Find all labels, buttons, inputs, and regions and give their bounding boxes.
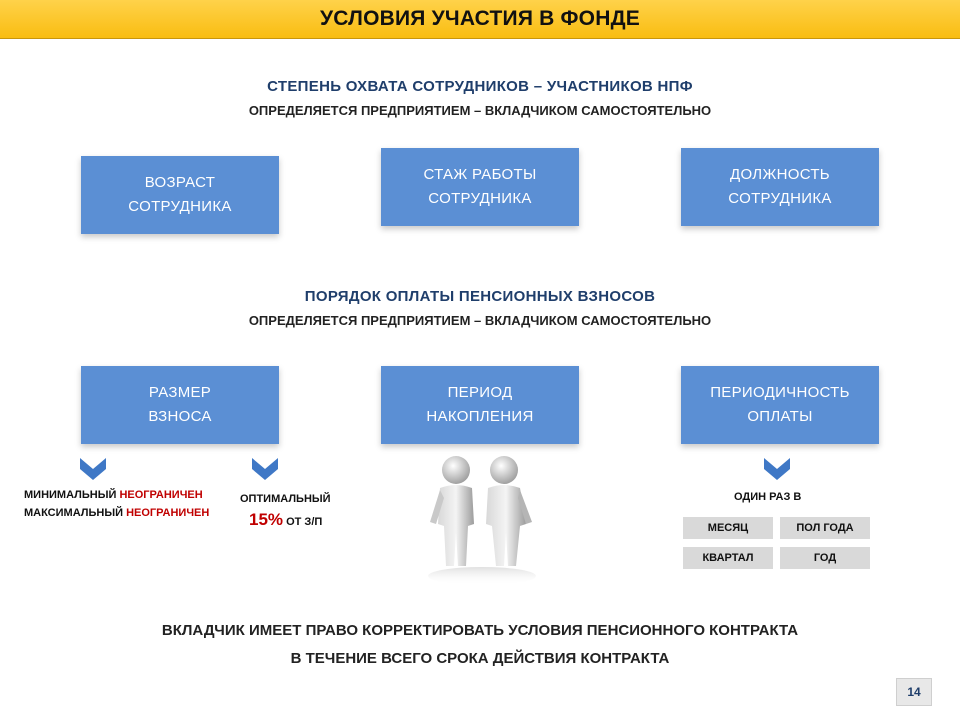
optimal-label: ОПТИМАЛЬНЫЙ: [240, 493, 331, 505]
frequency-option-year: ГОД: [780, 547, 870, 569]
box-payment-frequency-line1: ПЕРИОДИЧНОСТЬ: [710, 384, 850, 401]
box-position-line1: ДОЛЖНОСТЬ: [730, 166, 830, 183]
optimal-suffix: ОТ З/П: [286, 516, 323, 528]
frequency-option-half-year: ПОЛ ГОДА: [780, 517, 870, 539]
chevron-down-icon: [252, 458, 278, 480]
section1-heading: СТЕПЕНЬ ОХВАТА СОТРУДНИКОВ – УЧАСТНИКОВ …: [267, 78, 693, 95]
chevron-down-icon: [80, 458, 106, 480]
box-position: ДОЛЖНОСТЬ СОТРУДНИКА: [681, 148, 879, 226]
box-payment-frequency: ПЕРИОДИЧНОСТЬ ОПЛАТЫ: [681, 366, 879, 444]
max-contribution-label: МАКСИМАЛЬНЫЙ: [24, 507, 124, 519]
box-age-line1: ВОЗРАСТ: [144, 174, 216, 191]
box-age: ВОЗРАСТ СОТРУДНИКА: [81, 156, 279, 234]
section2-subheading: ОПРЕДЕЛЯЕТСЯ ПРЕДПРИЯТИЕМ – ВКЛАДЧИКОМ С…: [248, 313, 712, 328]
box-experience-line2: СОТРУДНИКА: [428, 190, 532, 207]
box-contribution-size-line2: ВЗНОСА: [148, 408, 212, 425]
footer-line1: ВКЛАДЧИК ИМЕЕТ ПРАВО КОРРЕКТИРОВАТЬ УСЛО…: [161, 622, 799, 639]
box-experience-line1: СТАЖ РАБОТЫ: [423, 166, 537, 183]
box-payment-frequency-line2: ОПЛАТЫ: [747, 408, 813, 425]
frequency-label: ОДИН РАЗ В: [734, 491, 802, 503]
box-accumulation-period-line2: НАКОПЛЕНИЯ: [426, 408, 534, 425]
people-illustration: [428, 456, 536, 585]
min-contribution-value: НЕОГРАНИЧЕН: [119, 489, 203, 501]
max-contribution: МАКСИМАЛЬНЫЙ НЕОГРАНИЧЕН: [24, 507, 209, 519]
box-accumulation-period: ПЕРИОД НАКОПЛЕНИЯ: [381, 366, 579, 444]
chevron-down-icon: [764, 458, 790, 480]
section2-heading: ПОРЯДОК ОПЛАТЫ ПЕНСИОННЫХ ВЗНОСОВ: [304, 288, 656, 305]
frequency-option-quarter: КВАРТАЛ: [683, 547, 773, 569]
page-title: УСЛОВИЯ УЧАСТИЯ В ФОНДЕ: [320, 7, 640, 30]
frequency-option-month: МЕСЯЦ: [683, 517, 773, 539]
box-accumulation-period-line1: ПЕРИОД: [447, 384, 513, 401]
box-age-line2: СОТРУДНИКА: [128, 198, 232, 215]
optimal-contribution: 15% ОТ З/П: [249, 510, 322, 530]
footer-line2: В ТЕЧЕНИЕ ВСЕГО СРОКА ДЕЙСТВИЯ КОНТРАКТА: [290, 650, 670, 667]
title-bar: УСЛОВИЯ УЧАСТИЯ В ФОНДЕ: [0, 0, 960, 39]
section1-subheading: ОПРЕДЕЛЯЕТСЯ ПРЕДПРИЯТИЕМ – ВКЛАДЧИКОМ С…: [248, 103, 712, 118]
box-experience: СТАЖ РАБОТЫ СОТРУДНИКА: [381, 148, 579, 226]
min-contribution: МИНИМАЛЬНЫЙ НЕОГРАНИЧЕН: [24, 489, 203, 501]
box-contribution-size: РАЗМЕР ВЗНОСА: [81, 366, 279, 444]
min-contribution-label: МИНИМАЛЬНЫЙ: [24, 489, 117, 501]
max-contribution-value: НЕОГРАНИЧЕН: [126, 507, 210, 519]
box-contribution-size-line1: РАЗМЕР: [148, 384, 212, 401]
page-number: 14: [896, 678, 932, 706]
box-position-line2: СОТРУДНИКА: [728, 190, 832, 207]
optimal-value: 15%: [249, 510, 284, 529]
